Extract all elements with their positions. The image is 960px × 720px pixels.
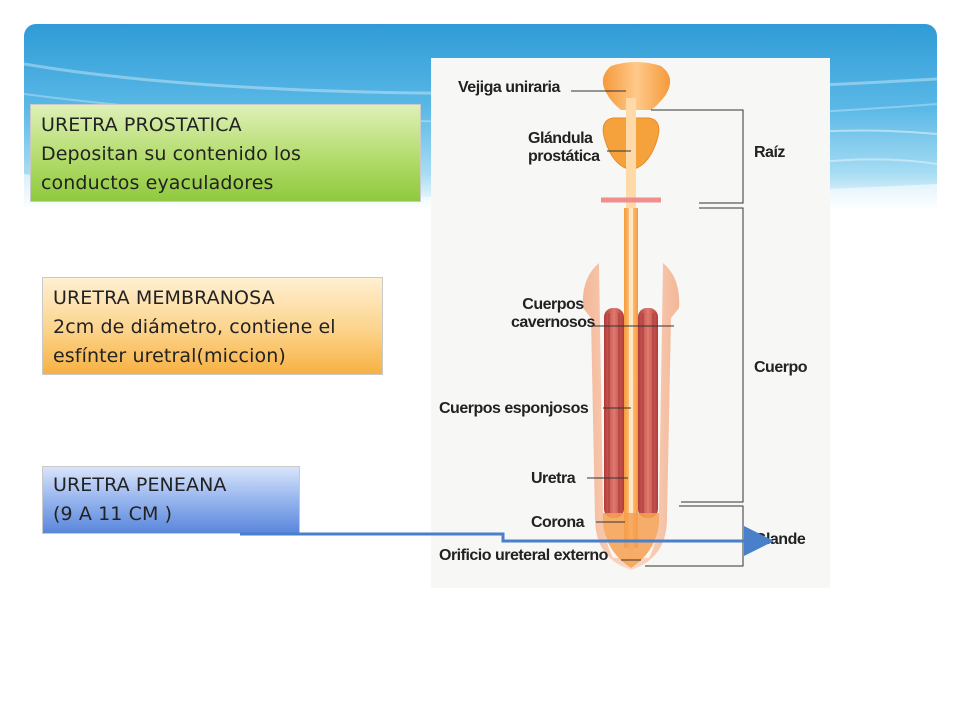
- box-membranosa-text-2: esfínter uretral(miccion): [53, 345, 286, 367]
- label-orificio-ureteral: Orificio ureteral externo: [439, 547, 608, 564]
- label-corona: Corona: [531, 514, 585, 531]
- label-raiz: Raíz: [754, 144, 785, 161]
- label-cuerpos-esponjosos: Cuerpos esponjosos: [439, 400, 589, 417]
- box-prostatica-title: URETRA PROSTATICA: [41, 114, 242, 136]
- box-uretra-prostatica: URETRA PROSTATICA Depositan su contenido…: [30, 104, 421, 202]
- label-glandula-prostatica: Glándula prostática: [528, 130, 600, 165]
- box-membranosa-title: URETRA MEMBRANOSA: [53, 287, 275, 309]
- box-prostatica-text-2: conductos eyaculadores: [41, 172, 274, 194]
- box-uretra-membranosa: URETRA MEMBRANOSA 2cm de diámetro, conti…: [42, 277, 383, 375]
- urethra-anatomy-illustration: [571, 62, 744, 570]
- label-cuerpos-cavernosos: Cuerpos cavernosos: [511, 296, 595, 331]
- box-peneana-title: URETRA PENEANA: [53, 474, 227, 496]
- urethra-channel: [629, 208, 633, 563]
- urethra-upper-channel: [626, 98, 636, 208]
- bladder-shape: [602, 62, 671, 110]
- box-prostatica-text-1: Depositan su contenido los: [41, 143, 302, 165]
- box-peneana-text: (9 A 11 CM ): [53, 503, 173, 525]
- box-membranosa-text-1: 2cm de diámetro, contiene el: [53, 316, 336, 338]
- box-uretra-peneana: URETRA PENEANA (9 A 11 CM ): [42, 466, 300, 534]
- label-uretra: Uretra: [531, 470, 576, 487]
- label-vejiga: Vejiga uniraria: [458, 79, 560, 96]
- penile-skin-outline: [582, 263, 680, 570]
- urethra-anatomy-diagram: Vejiga uniraria Glándula prostática Cuer…: [431, 58, 830, 588]
- label-cuerpo: Cuerpo: [754, 359, 808, 376]
